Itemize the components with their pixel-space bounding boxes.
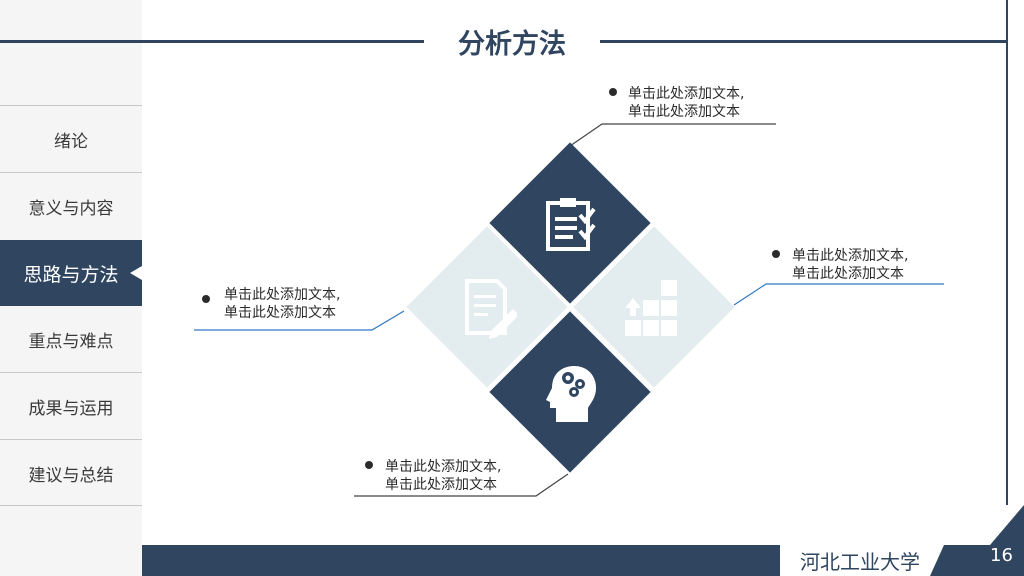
nav-divider [0,505,142,506]
head-gears-icon [530,352,610,432]
sidebar-item-approach[interactable]: 思路与方法 [0,240,142,306]
text-line: 单击此处添加文本 [385,477,497,493]
sidebar-item-introduction[interactable]: 绪论 [0,106,142,172]
right-edge-rule [1006,0,1008,505]
text-block-bottom[interactable]: 单击此处添加文本, 单击此处添加文本 [385,458,501,494]
text-block-right[interactable]: 单击此处添加文本, 单击此处添加文本 [792,247,908,283]
connector-right [733,283,944,306]
bullet-icon [202,295,210,303]
connector-top [569,123,776,147]
sidebar-item-label: 绪论 [54,131,88,152]
document-edit-icon [447,267,527,347]
school-name: 河北工业大学 [800,550,920,574]
text-line: 单击此处添加文本, [628,86,745,102]
connector-bottom [354,473,569,497]
nav-divider [0,372,142,373]
clipboard-check-icon [530,183,610,263]
sidebar-item-key-points[interactable]: 重点与难点 [0,306,142,372]
page-number: 16 [990,545,1013,566]
text-line: 单击此处添加文本 [792,266,904,282]
sidebar-item-label: 意义与内容 [28,198,114,219]
sidebar-item-summary[interactable]: 建议与总结 [0,440,142,506]
text-block-left[interactable]: 单击此处添加文本, 单击此处添加文本 [224,286,340,322]
growth-blocks-icon [614,267,694,347]
sidebar-item-label: 思路与方法 [23,263,119,286]
bullet-icon [772,250,780,258]
active-indicator-arrow-icon [130,266,142,280]
footer-bar [142,545,780,576]
connector-left [194,310,405,331]
sidebar-item-results[interactable]: 成果与运用 [0,373,142,439]
page-title: 分析方法 [458,29,566,60]
text-block-top[interactable]: 单击此处添加文本, 单击此处添加文本 [628,85,744,121]
text-line: 单击此处添加文本, [792,248,909,264]
page-number-corner [930,505,1024,576]
header-rule-right [600,40,1008,43]
nav-divider [0,105,142,106]
nav-divider [0,172,142,173]
text-line: 单击此处添加文本 [224,305,336,321]
bullet-icon [609,88,617,96]
sidebar-item-label: 重点与难点 [28,331,114,352]
bullet-icon [365,461,373,469]
sidebar-item-label: 建议与总结 [28,465,114,486]
sidebar: 绪论 意义与内容 思路与方法 重点与难点 成果与运用 建议与总结 [0,0,142,576]
text-line: 单击此处添加文本 [628,104,740,120]
nav-divider [0,439,142,440]
text-line: 单击此处添加文本, [224,287,341,303]
text-line: 单击此处添加文本, [385,459,502,475]
sidebar-item-significance[interactable]: 意义与内容 [0,173,142,239]
header-rule-left [0,40,424,43]
sidebar-item-label: 成果与运用 [28,398,114,419]
